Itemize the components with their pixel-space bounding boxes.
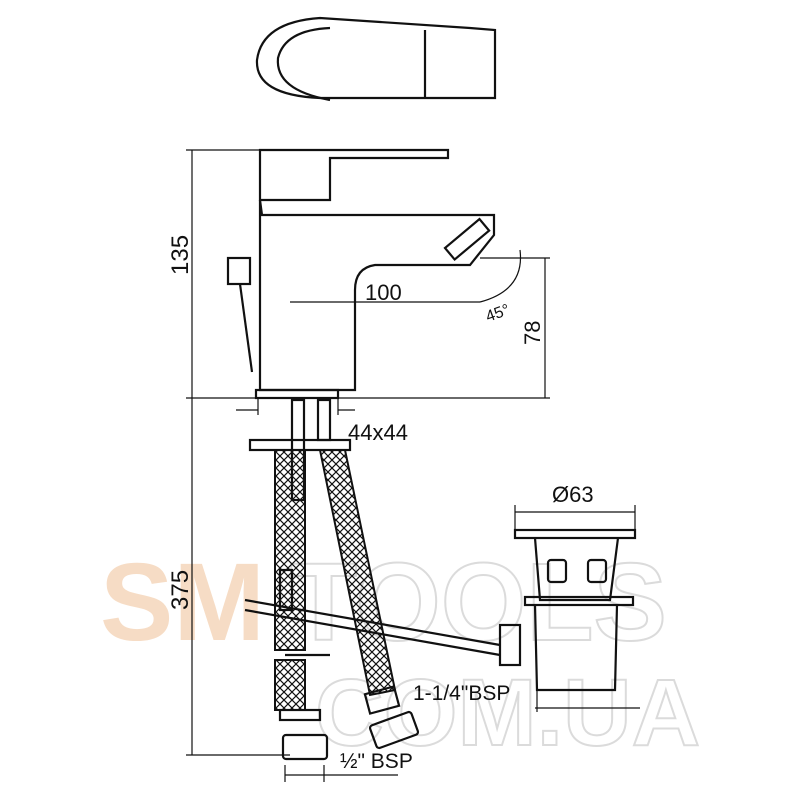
watermark-sm: SM [100,541,265,664]
label-height-78: 78 [520,321,545,345]
label-base-44x44: 44x44 [348,420,408,445]
label-angle-45: 45° [484,302,513,326]
label-reach-100: 100 [365,280,402,305]
faucet-body [226,148,496,400]
handle-top-view [255,16,497,102]
label-drain-thread: 1-1/4"BSP [413,682,510,705]
label-length-375: 375 [167,570,194,610]
dimension-lines [186,149,640,782]
label-height-135: 135 [167,235,194,275]
label-drain-diameter: Ø63 [552,482,594,507]
label-hose-thread: ½" BSP [340,750,413,773]
popup-drain [244,528,637,692]
